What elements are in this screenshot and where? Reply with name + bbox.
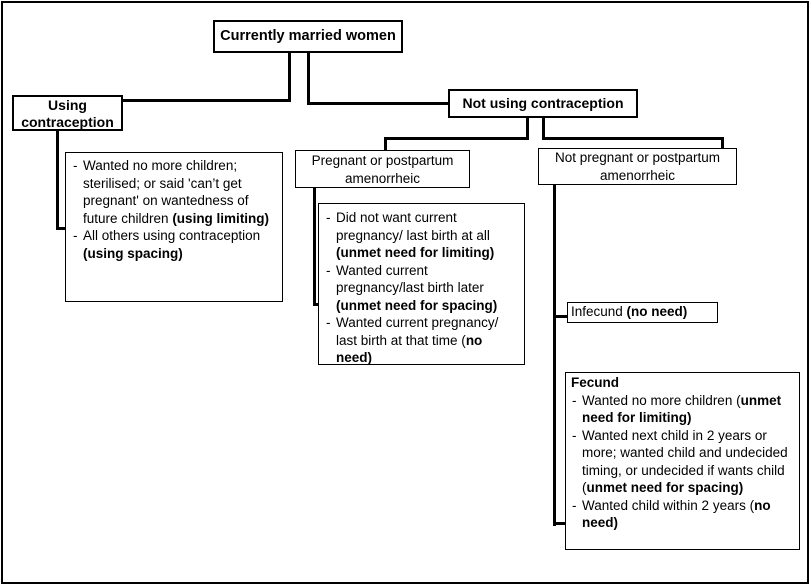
list-item: -Wanted current pregnancy/ last birth at… <box>325 314 518 367</box>
text-part: Wanted current pregnancy/last birth late… <box>336 262 484 296</box>
connector-using-vertical <box>56 131 59 230</box>
node-not-using-contraception: Not using contraception <box>448 89 638 118</box>
bullet-dash: - <box>572 497 577 513</box>
connector-notusing-left-stub <box>526 118 529 140</box>
connector-notusing-right-stub <box>542 118 545 140</box>
connector-root-left-vertical <box>288 53 291 102</box>
bullet-dash: - <box>73 158 78 173</box>
text-part: Wanted current pregnancy/ last birth at … <box>336 315 499 348</box>
connector-using-elbow <box>56 227 65 230</box>
list-item: -Wanted child within 2 years (no need) <box>571 497 795 532</box>
connector-fecund-elbow <box>553 522 565 525</box>
bullet-dash: - <box>326 262 331 278</box>
node-pregnant-postpartum: Pregnant or postpartum amenorrheic <box>295 150 470 188</box>
list-item: -Wanted next child in 2 years or more; w… <box>571 427 795 497</box>
list-item: -Wanted current pregnancy/last birth lat… <box>325 262 518 315</box>
connector-infecund-elbow <box>553 315 567 318</box>
node-not-pregnant-postpartum: Not pregnant or postpartum amenorrheic <box>538 148 737 185</box>
connector-notpregnant-vertical <box>553 185 556 526</box>
text-part: Wanted child within 2 years ( <box>582 497 755 513</box>
bold-text-part: (using spacing) <box>83 245 183 261</box>
connector-root-left-horizontal <box>123 99 291 102</box>
node-infecund: Infecund (no need) <box>567 302 718 323</box>
connector-notusing-right-horizontal <box>542 137 724 140</box>
bold-text-part: (using limiting) <box>172 210 270 226</box>
text-part: All others using contraception <box>83 228 261 243</box>
connector-notpregnant-drop <box>721 137 724 148</box>
list-item: -Wanted no more children (unmet need for… <box>571 392 795 427</box>
node-fecund: Fecund -Wanted no more children (unmet n… <box>565 372 800 550</box>
bold-text-part: no need) <box>582 497 771 531</box>
text-part: Wanted no more children ( <box>582 392 741 408</box>
bullet-dash: - <box>326 315 331 330</box>
connector-pregnant-vertical <box>313 188 316 306</box>
bullet-dash: - <box>572 427 577 443</box>
fecund-items: -Wanted no more children (unmet need for… <box>571 392 795 532</box>
connector-root-right-horizontal <box>307 102 448 105</box>
bullet-dash: - <box>572 392 577 408</box>
list-item: -Did not want current pregnancy/ last bi… <box>325 209 518 262</box>
connector-pregnant-elbow <box>313 303 318 306</box>
bold-text-part: (no need) <box>626 304 688 319</box>
bullet-dash: - <box>326 210 331 225</box>
node-using-contraception: Using contraception <box>12 95 123 131</box>
node-using-contraception-detail: -Wanted no more children; sterilised; or… <box>65 152 283 302</box>
node-currently-married-women: Currently married women <box>213 20 403 53</box>
fecund-title: Fecund <box>571 375 620 390</box>
node-pregnant-detail: -Did not want current pregnancy/ last bi… <box>318 203 525 365</box>
connector-notusing-left-horizontal <box>384 137 529 140</box>
text-part: Wanted next child in 2 years or more; wa… <box>582 427 788 496</box>
text-part: Wanted no more children; sterilised; or … <box>83 158 249 226</box>
text-part: Infecund <box>571 304 627 319</box>
bold-text-part: (unmet need for limiting) <box>336 245 495 260</box>
connector-pregnant-drop <box>384 137 387 150</box>
list-item: -All others using contraception (using s… <box>72 227 276 262</box>
bold-text-part: (unmet need for spacing) <box>336 297 498 313</box>
text-part: Did not want current pregnancy/ last bir… <box>336 210 490 243</box>
list-item: -Wanted no more children; sterilised; or… <box>72 157 276 227</box>
bold-text-part: unmet need for spacing) <box>586 480 744 495</box>
connector-root-right-vertical <box>307 53 310 105</box>
bold-text-part: unmet need for limiting) <box>582 392 782 426</box>
bold-text-part: no need) <box>336 332 483 366</box>
bullet-dash: - <box>73 228 78 243</box>
